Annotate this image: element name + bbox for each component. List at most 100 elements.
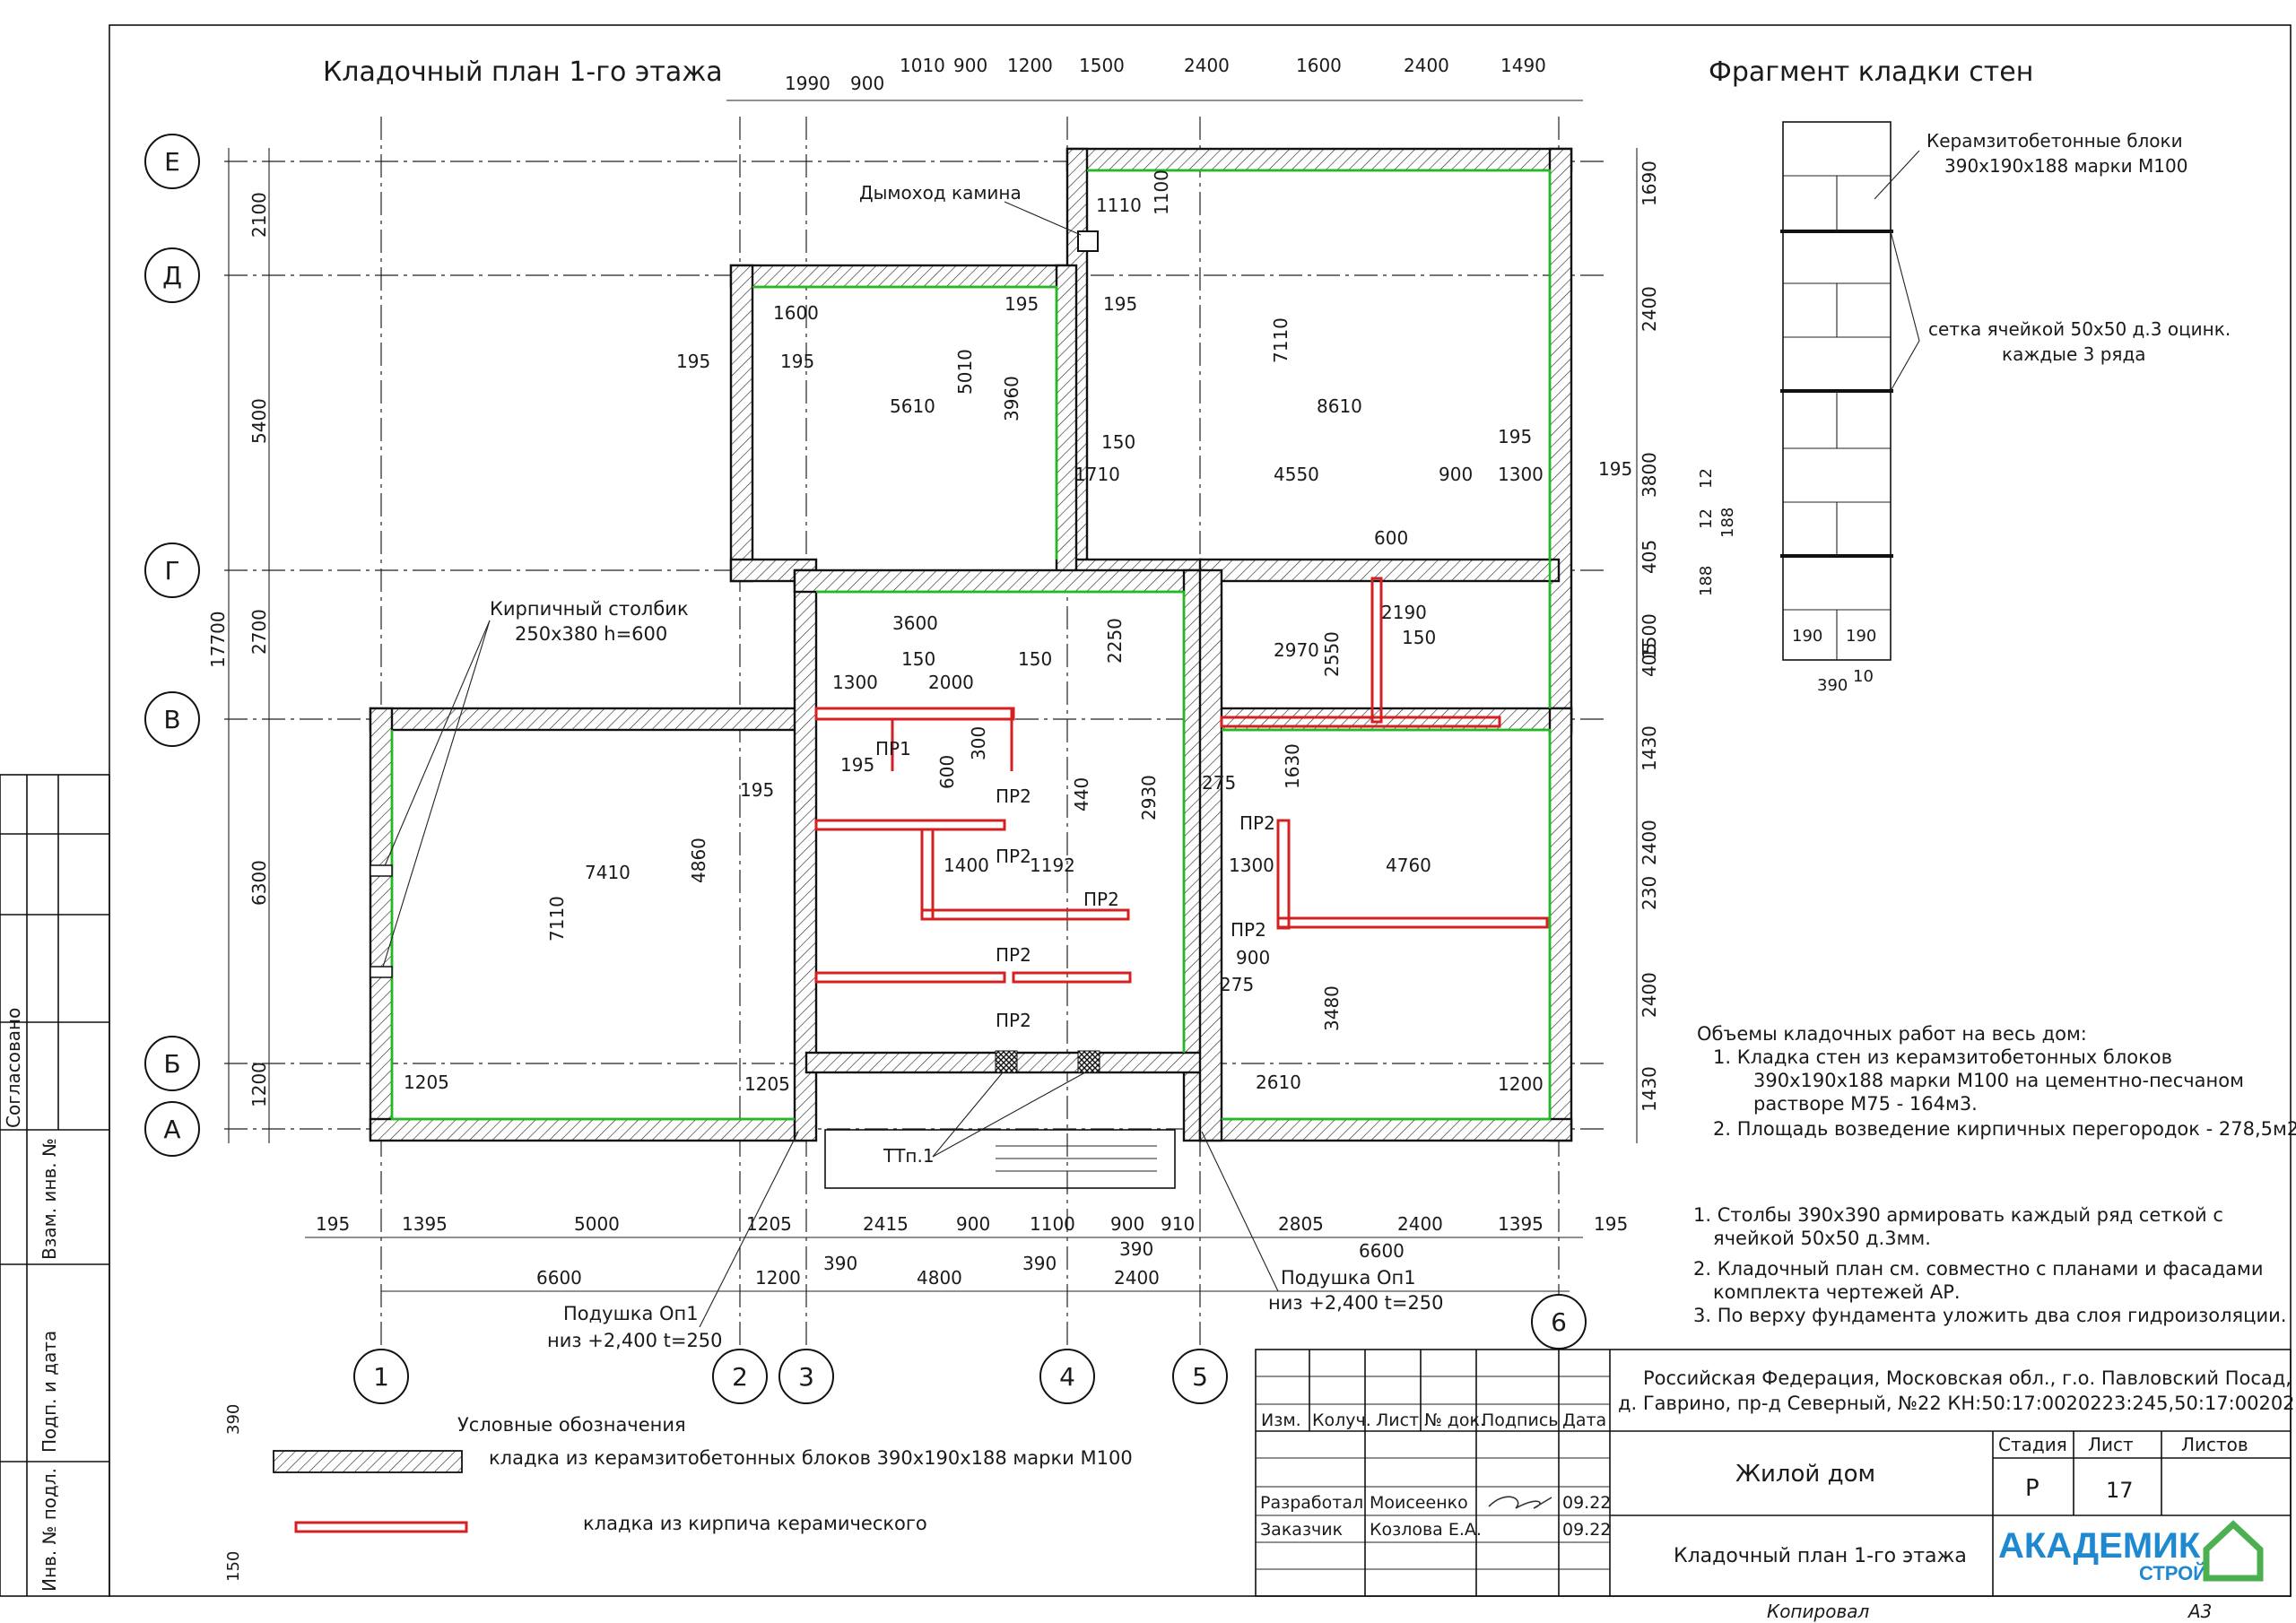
dim-label: 1690 bbox=[1639, 161, 1660, 206]
pillar-label: Кирпичный столбик bbox=[490, 598, 689, 620]
dim-label: 230 bbox=[1639, 876, 1660, 910]
sheet-label: Лист bbox=[2088, 1434, 2134, 1455]
dim-label: 390 bbox=[1119, 1238, 1153, 1260]
dim-label: 2805 bbox=[1278, 1213, 1324, 1235]
dim-label: 1500 bbox=[1639, 613, 1660, 659]
fragment-mesh-freq: каждые 3 ряда bbox=[2002, 343, 2146, 365]
dim-label: 2610 bbox=[1256, 1072, 1301, 1093]
dim-label: 195 bbox=[840, 754, 874, 776]
ttp-symbol bbox=[995, 1050, 1018, 1073]
dim-label: 600 bbox=[936, 755, 958, 789]
volumes-item: 390x190x188 марки М100 на цементно-песча… bbox=[1753, 1070, 2244, 1091]
dim-label: 1300 bbox=[832, 672, 878, 693]
dim-label: 900 bbox=[956, 1213, 990, 1235]
cushion2-leader bbox=[1201, 1131, 1279, 1292]
dim-label: 2190 bbox=[1381, 602, 1427, 623]
fragment-leader bbox=[1874, 150, 1920, 200]
opening-label: ПР2 bbox=[996, 944, 1031, 966]
dim-label: 1205 bbox=[746, 1213, 792, 1235]
dim-label: 600 bbox=[1374, 527, 1408, 549]
cushion1-leader bbox=[699, 1131, 799, 1328]
opening-label: ПР2 bbox=[1239, 812, 1275, 834]
object-name: Жилой дом bbox=[1735, 1461, 1875, 1488]
dim-label: 188 bbox=[1697, 566, 1716, 596]
dim-label: 195 bbox=[780, 351, 814, 372]
volumes-block: Объемы кладочных работ на весь дом: 1. К… bbox=[1697, 1023, 2296, 1140]
tb-header: Изм. bbox=[1261, 1410, 1301, 1430]
pillar-leader bbox=[380, 620, 491, 974]
volumes-item: 1. Кладка стен из керамзитобетонных блок… bbox=[1713, 1046, 2172, 1068]
room-dims: 1600 5610 5010 3960 8610 7110 1710 4550 … bbox=[404, 302, 1544, 1095]
axis-label: 2 bbox=[732, 1362, 748, 1392]
axis-label: Г bbox=[164, 556, 179, 586]
axis-label: 4 bbox=[1059, 1362, 1075, 1392]
dim-label: 150 bbox=[1018, 648, 1052, 670]
dim-label: 2400 bbox=[1184, 55, 1230, 76]
block-walls bbox=[369, 147, 1573, 1142]
legend-item2: кладка из кирпича керамического bbox=[583, 1513, 927, 1534]
dim-label: 2400 bbox=[1404, 55, 1449, 76]
fragment-blocks-spec: 390x190x188 марки М100 bbox=[1944, 155, 2187, 177]
volumes-item: растворе М75 - 164м3. bbox=[1753, 1093, 1978, 1115]
chimney-symbol bbox=[1077, 230, 1099, 252]
sheets-label: Листов bbox=[2181, 1434, 2248, 1455]
opening-label: ПР2 bbox=[996, 1010, 1031, 1031]
pillar-leader bbox=[380, 620, 491, 875]
fragment-title: Фрагмент кладки стен bbox=[1709, 56, 2033, 88]
dim-label: 1200 bbox=[1498, 1073, 1544, 1095]
axis-label: Б bbox=[163, 1049, 180, 1079]
dim-label: 1300 bbox=[1498, 464, 1544, 485]
sheet-value: 17 bbox=[2106, 1478, 2134, 1503]
dim-label: 3960 bbox=[1001, 376, 1022, 421]
dim-label: 8610 bbox=[1317, 395, 1362, 417]
ttp-leader bbox=[932, 1072, 1004, 1158]
pillar-symbol bbox=[370, 966, 393, 978]
dim-label: 2700 bbox=[248, 609, 270, 655]
axis-label: 6 bbox=[1551, 1307, 1567, 1337]
customer-date: 09.22 bbox=[1562, 1520, 1611, 1540]
tb-header: Дата bbox=[1562, 1410, 1606, 1430]
pillar-size: 250x380 h=600 bbox=[515, 623, 667, 645]
dim-label: 17700 bbox=[207, 611, 229, 668]
dim-label: 390 bbox=[1817, 676, 1848, 695]
plan-title: Кладочный план 1-го этажа bbox=[323, 56, 723, 88]
dim-label: 5610 bbox=[890, 395, 935, 417]
dim-label: 150 bbox=[901, 648, 935, 670]
dim-label: 2000 bbox=[928, 672, 974, 693]
dim-label: 1710 bbox=[1074, 464, 1120, 485]
dim-label: 2400 bbox=[1639, 972, 1660, 1018]
dim-label: 4860 bbox=[688, 838, 709, 883]
legend-item1: кладка из керамзитобетонных блоков 390x1… bbox=[489, 1447, 1133, 1469]
dim-label: 195 bbox=[1598, 458, 1632, 480]
dim-label: 12 bbox=[1697, 508, 1716, 529]
fragment-dims: 190 190 390 10 12 188 12 188 bbox=[1697, 468, 1876, 695]
tb-header: Подпись bbox=[1482, 1410, 1558, 1430]
fragment-blocks-label: Керамзитобетонные блоки bbox=[1926, 130, 2183, 152]
axis-label: Е bbox=[164, 147, 180, 177]
opening-label: ПР1 bbox=[875, 738, 911, 759]
dim-label: 900 bbox=[953, 55, 987, 76]
opening-label: ПР2 bbox=[1231, 919, 1266, 941]
top-dims: 1990 900 1010 900 1200 1500 2400 1600 24… bbox=[785, 55, 1546, 94]
dim-label: 300 bbox=[968, 726, 989, 760]
dim-label: 2550 bbox=[1321, 631, 1343, 677]
developed-date: 09.22 bbox=[1562, 1493, 1611, 1513]
dim-label: 4760 bbox=[1386, 855, 1431, 876]
dim-label: 7110 bbox=[546, 896, 568, 942]
dim-label: 2970 bbox=[1274, 639, 1319, 661]
dim-label: 195 bbox=[676, 351, 710, 372]
dim-label: 188 bbox=[1718, 508, 1737, 538]
dim-label: 1630 bbox=[1282, 743, 1303, 789]
dim-label: 1100 bbox=[1030, 1213, 1075, 1235]
developed-label: Разработал bbox=[1260, 1493, 1363, 1513]
format-label: А3 bbox=[2187, 1601, 2212, 1622]
dim-label: 5000 bbox=[574, 1213, 620, 1235]
dim-label: 6300 bbox=[248, 860, 270, 906]
note: комплекта чертежей АР. bbox=[1713, 1281, 1961, 1303]
volumes-item: 2. Площадь возведение кирпичных перегоро… bbox=[1713, 1118, 2296, 1140]
dimension-lines bbox=[228, 100, 1638, 1292]
legend-block-swatch bbox=[273, 1450, 463, 1473]
dim-label: 190 bbox=[1792, 627, 1822, 646]
tb-header: Лист bbox=[1376, 1410, 1419, 1430]
